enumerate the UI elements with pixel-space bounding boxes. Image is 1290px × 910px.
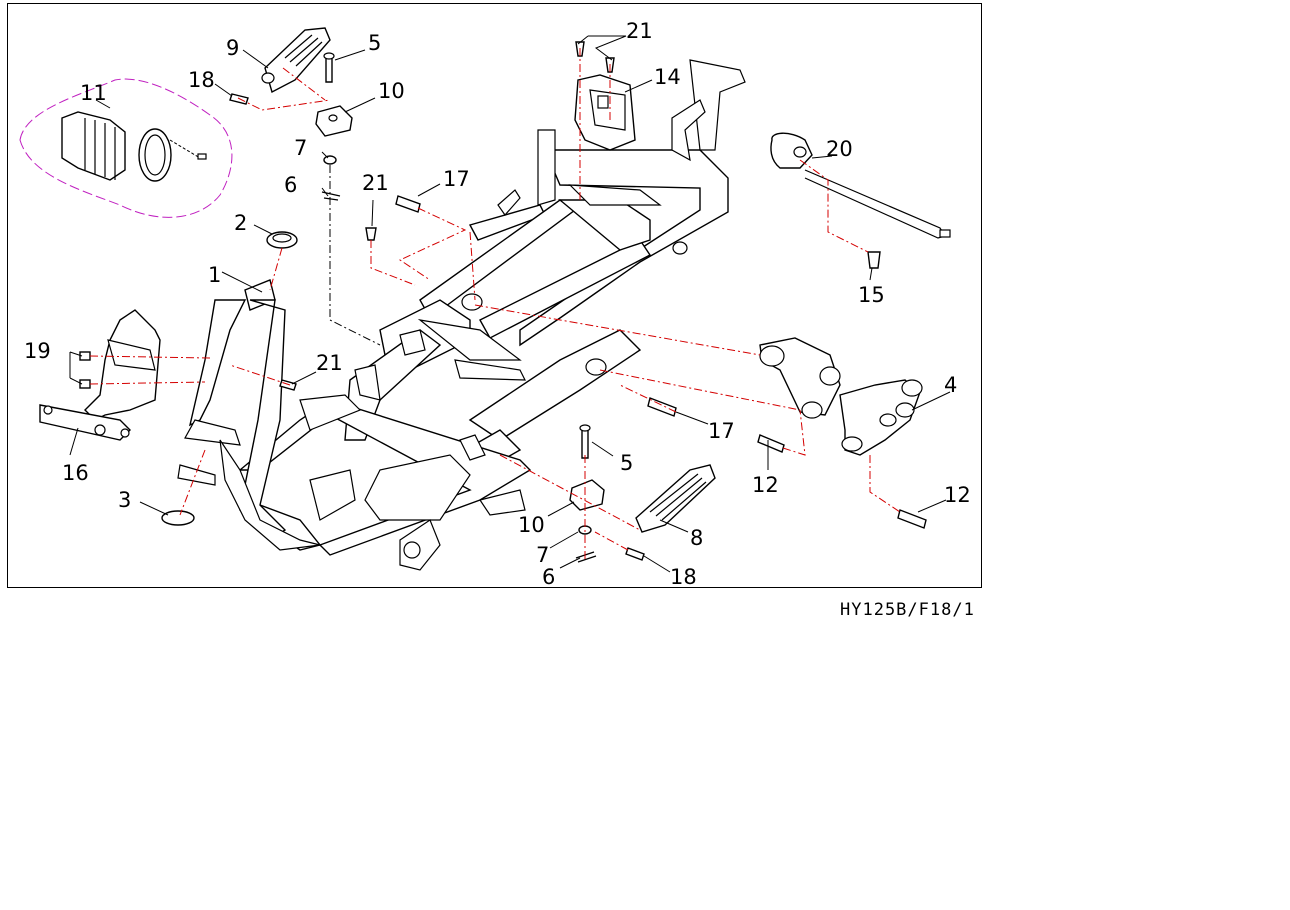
callout-6-bottom: 6: [542, 565, 555, 589]
callout-15: 15: [858, 283, 885, 307]
part-5-pin-top: [323, 52, 335, 83]
assembly-line-black: [329, 165, 381, 346]
part-8-footrest: [635, 464, 716, 533]
callout-10-bottom: 10: [518, 513, 545, 537]
callout-12-b: 12: [944, 483, 971, 507]
callout-21-top: 21: [626, 19, 653, 43]
callout-18-bottom: 18: [670, 565, 697, 589]
assembly-lines: [89, 48, 901, 560]
callout-4: 4: [944, 373, 957, 397]
part-3-cap: [161, 510, 195, 526]
callout-11: 11: [80, 81, 107, 105]
part-20-cable: [770, 132, 951, 239]
reference-code: HY125B/F18/1: [840, 600, 975, 620]
part-12-bolt-a: [757, 434, 785, 453]
callout-1: 1: [208, 263, 221, 287]
part-15-bolt: [867, 251, 881, 269]
part-6-clip-bottom: [575, 551, 597, 563]
callout-14: 14: [654, 65, 681, 89]
callout-6-top: 6: [284, 173, 297, 197]
callout-2: 2: [234, 211, 247, 235]
part-17-bolt-right: [647, 397, 677, 417]
callout-5-top: 5: [368, 31, 381, 55]
callout-7-top: 7: [294, 136, 307, 160]
callouts: 1 2 3 4 5 5 6 6 7 7 8 9 10 10 11 12 12 1…: [24, 19, 971, 589]
part-14-seat-bracket: [574, 74, 636, 151]
part-6-clip-top: [321, 191, 341, 201]
part-11-boot-group: [19, 78, 233, 218]
part-21-bolt-mid: [365, 227, 377, 241]
callout-17-right: 17: [708, 419, 735, 443]
part-4-engine-hanger: [759, 337, 923, 456]
callout-7-bottom: 7: [536, 543, 549, 567]
callout-17-top: 17: [443, 167, 470, 191]
part-16-bracket: [39, 309, 161, 441]
callout-18-top: 18: [188, 68, 215, 92]
callout-9: 9: [226, 36, 239, 60]
callout-10-top: 10: [378, 79, 405, 103]
part-10-block-bottom: [569, 479, 605, 511]
callout-21-left: 21: [316, 351, 343, 375]
part-10-block-top: [315, 105, 353, 137]
callout-8: 8: [690, 526, 703, 550]
callout-3: 3: [118, 488, 131, 512]
callout-12-a: 12: [752, 473, 779, 497]
part-5-pin-bottom: [579, 424, 591, 459]
part-12-bolt-b: [897, 509, 927, 529]
callout-5-bottom: 5: [620, 451, 633, 475]
callout-16: 16: [62, 461, 89, 485]
part-21-bolt-left: [279, 379, 297, 391]
callout-21-mid: 21: [362, 171, 389, 195]
part-7-washer-top: [323, 155, 337, 165]
leader-lines: [69, 35, 951, 573]
part-9-footrest: [261, 27, 331, 94]
callout-20: 20: [826, 137, 853, 161]
part-17-bolt-top: [395, 195, 421, 213]
part-2-cap-inner: [272, 233, 292, 243]
main-frame: [177, 59, 746, 571]
part-18-bolt-bottom: [625, 547, 645, 561]
callout-19: 19: [24, 339, 51, 363]
